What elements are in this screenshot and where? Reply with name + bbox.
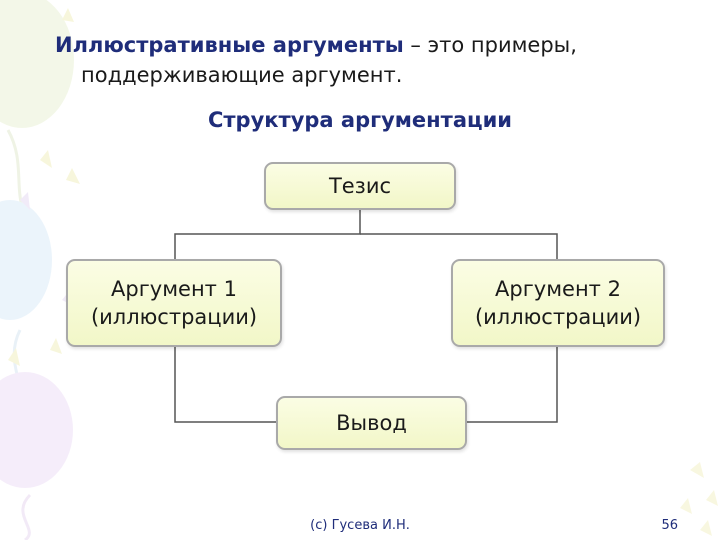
thesis-connector-line	[174, 210, 361, 260]
thesis-box: Тезис	[264, 162, 456, 210]
argument1-box: Аргумент 1 (иллюстрации)	[66, 259, 282, 347]
argument1-label: Аргумент 1	[111, 277, 237, 301]
argument2-connector-line	[466, 346, 558, 423]
heading-term: Иллюстративные аргументы	[55, 33, 404, 57]
footer-author: (c) Гусева И.Н.	[310, 518, 410, 533]
argument2-box: Аргумент 2 (иллюстрации)	[451, 259, 665, 347]
heading-line2: поддерживающие аргумент.	[81, 63, 403, 87]
thesis-connector-line-right	[360, 233, 558, 260]
thesis-label: Тезис	[328, 174, 392, 198]
argument1-sublabel: (иллюстрации)	[90, 305, 258, 329]
conclusion-label: Вывод	[336, 411, 407, 435]
heading: Иллюстративные аргументы – это примеры, …	[55, 30, 695, 90]
argument2-label: Аргумент 2	[495, 277, 621, 301]
page-number: 56	[661, 518, 678, 533]
argument2-sublabel: (иллюстрации)	[474, 305, 642, 329]
heading-rest: – это примеры,	[403, 33, 577, 57]
diagram-title: Структура аргументации	[207, 108, 513, 132]
conclusion-box: Вывод	[276, 396, 467, 450]
argument1-connector-line	[174, 346, 277, 423]
